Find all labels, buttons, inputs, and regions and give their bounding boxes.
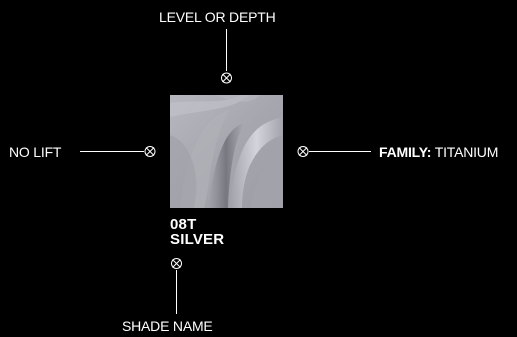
family-value: TITANIUM	[434, 144, 499, 160]
family-key: FAMILY:	[379, 144, 432, 160]
family-label: FAMILY: TITANIUM	[379, 144, 498, 160]
shade-name: SILVER	[170, 231, 225, 248]
lift-target-icon	[144, 146, 156, 157]
shade-identifier: 08T SILVER	[170, 217, 224, 247]
lift-label: NO LIFT	[9, 144, 62, 160]
level-target-icon	[221, 72, 232, 84]
shade-code: 08T	[170, 216, 197, 233]
hair-swatch-image	[170, 95, 283, 208]
shade-name-label: SHADE NAME	[122, 318, 213, 334]
shade-target-icon	[171, 258, 182, 269]
family-target-icon	[297, 146, 309, 157]
level-label: LEVEL OR DEPTH	[159, 9, 276, 25]
